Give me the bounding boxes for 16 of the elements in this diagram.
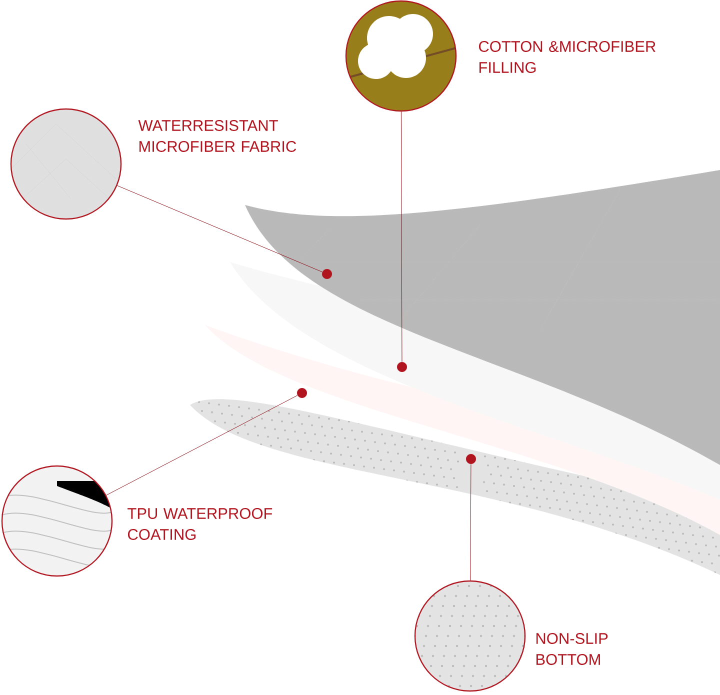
magnifier-circle [414, 580, 526, 692]
marker-dot [322, 268, 332, 279]
magnifier-circle [10, 108, 122, 220]
magnifier-circle [345, 0, 457, 112]
leader-line [117, 185, 322, 272]
leader-line [470, 464, 472, 581]
callout-text: NON-SLIP BOTTOM [536, 633, 608, 665]
callout-text: COTTON &MICROFIBER FILLING [479, 41, 656, 73]
marker-dot [466, 454, 476, 464]
leader-line [400, 111, 402, 362]
marker-dot [397, 362, 407, 372]
magnifier-circle [1, 465, 113, 577]
leader-line [106, 395, 298, 496]
callout-text: TPU WATERPROOF COATING [128, 508, 272, 540]
marker-dot [297, 388, 307, 398]
callout-text: WATERRESISTANT MICROFIBER FABRIC [138, 120, 296, 152]
